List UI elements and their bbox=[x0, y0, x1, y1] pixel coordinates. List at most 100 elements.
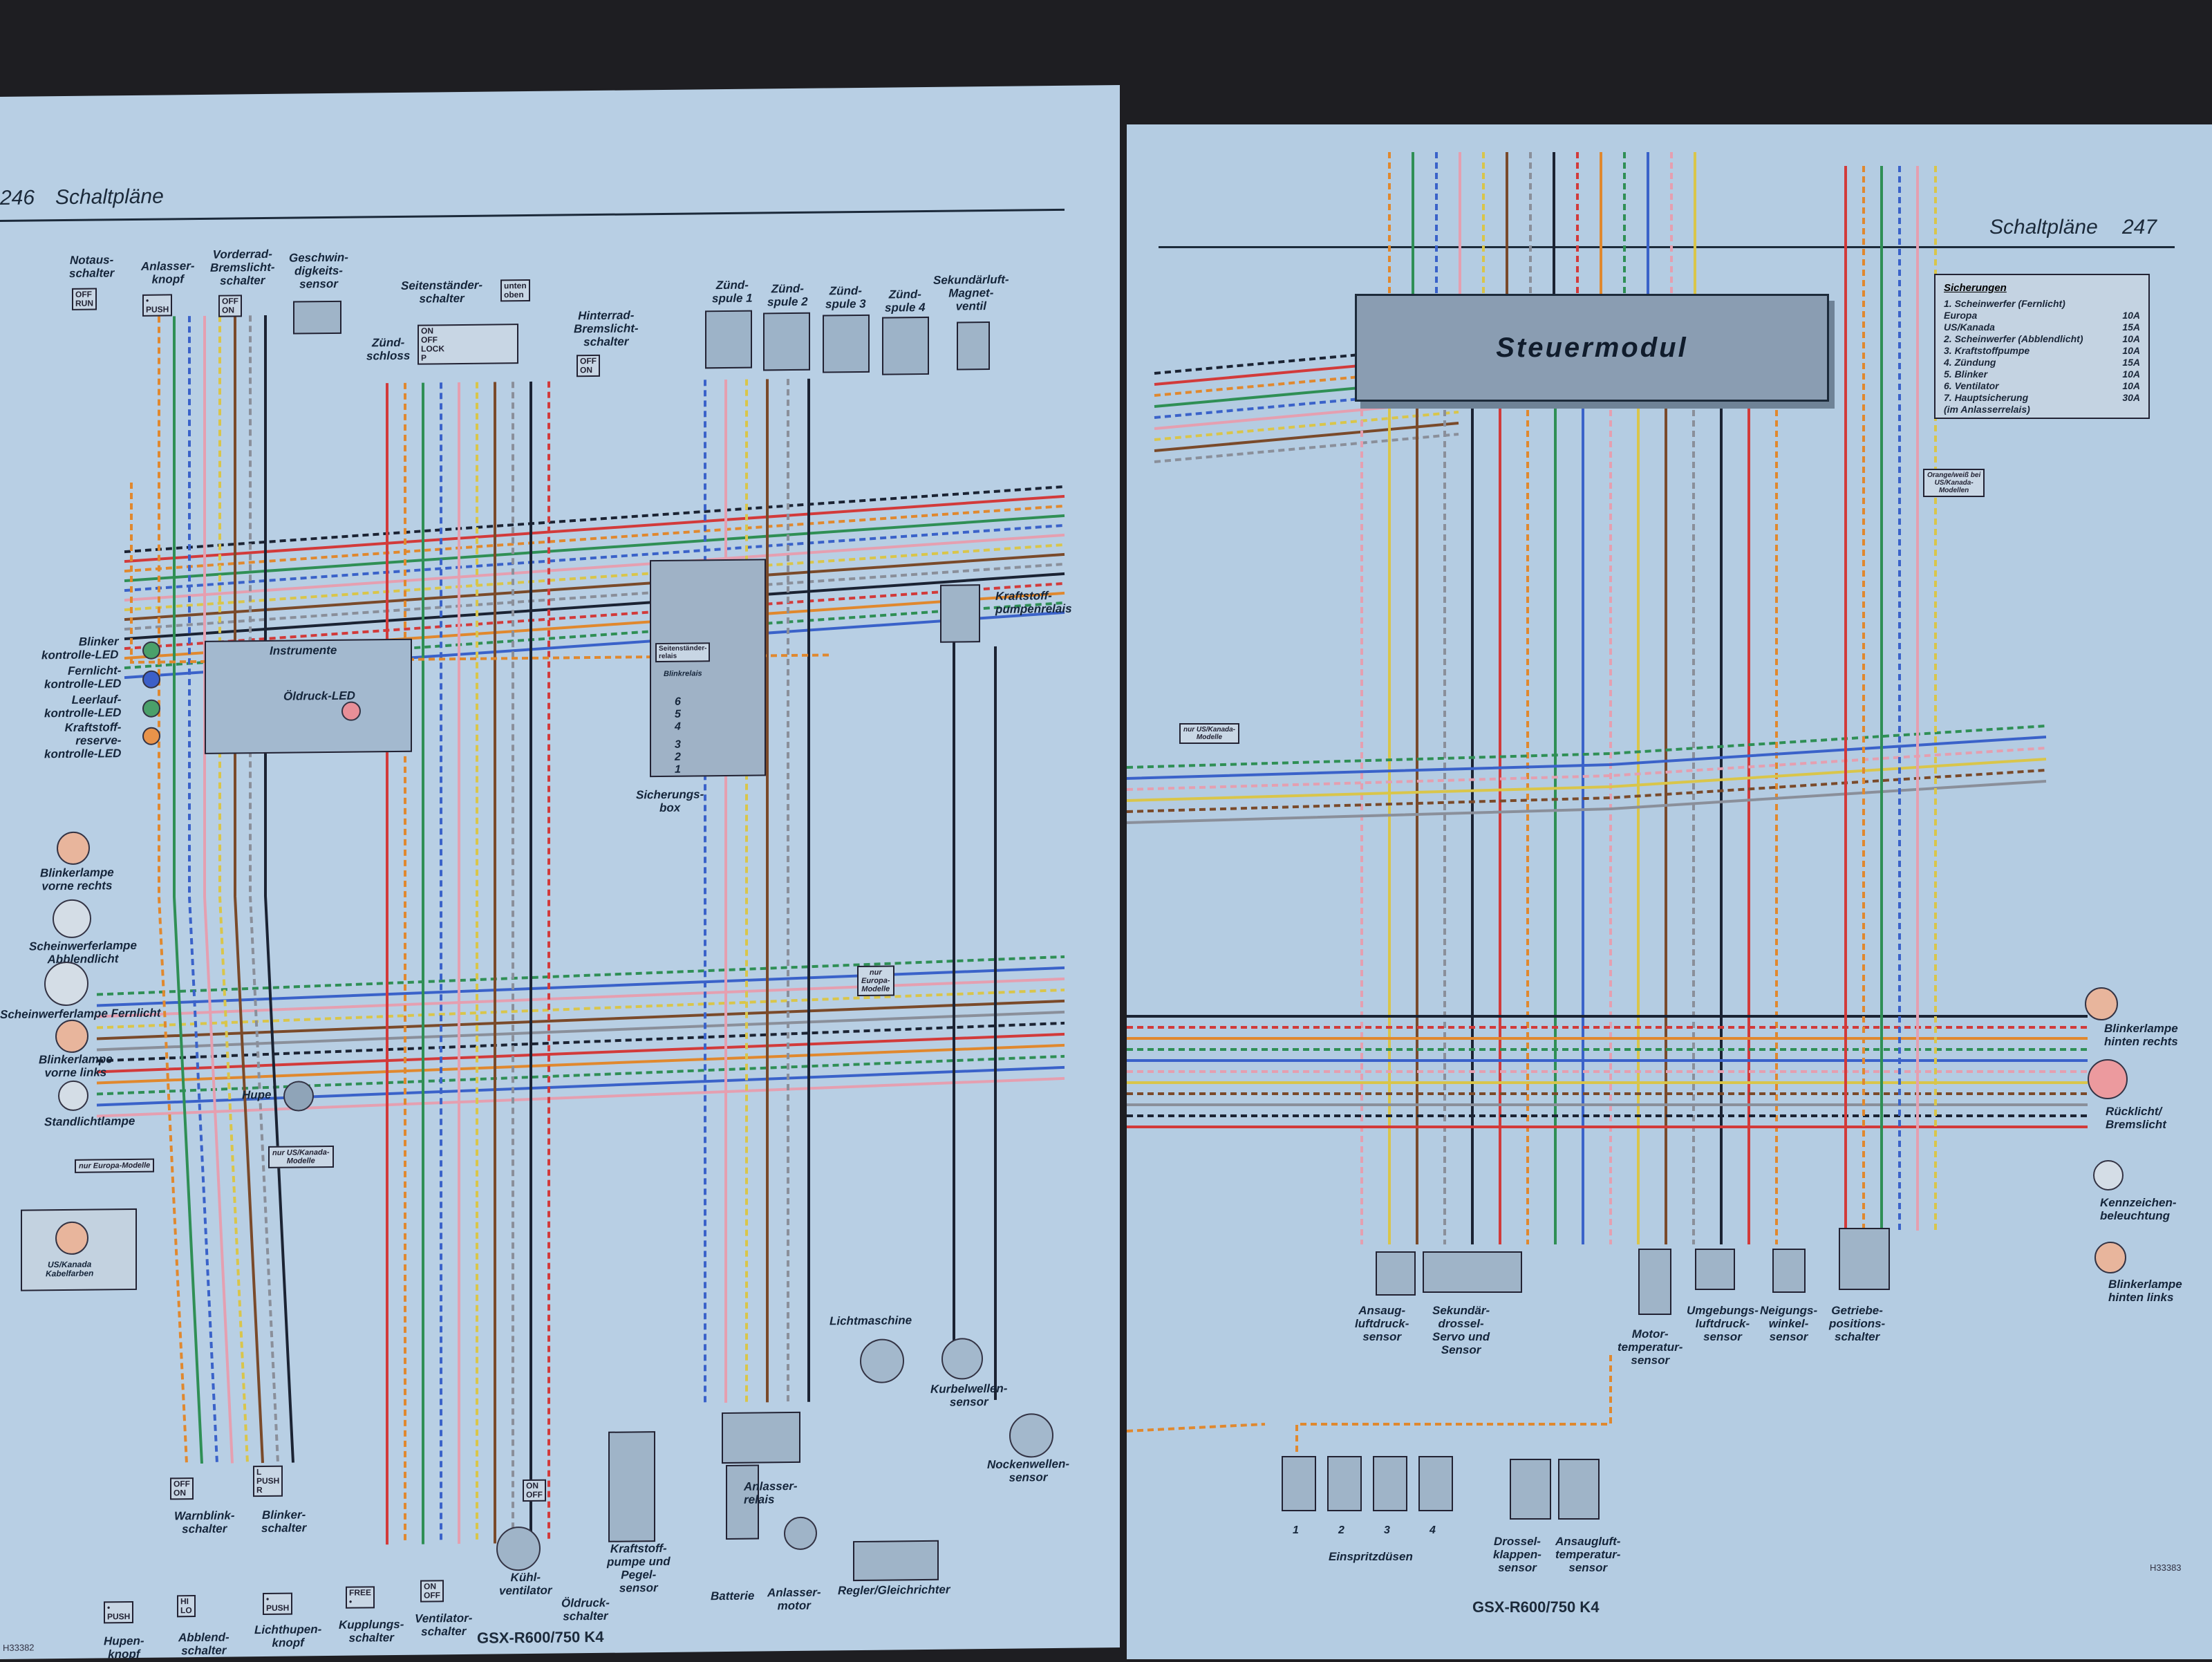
wire bbox=[124, 514, 1065, 583]
blinker-led-icon bbox=[142, 641, 160, 660]
label-getriebeposition: Getriebe- positions- schalter bbox=[1829, 1304, 1886, 1343]
model-left: GSX-R600/750 K4 bbox=[477, 1627, 604, 1647]
fuse-value: 10A bbox=[2122, 310, 2140, 321]
zuendspule-3 bbox=[823, 314, 870, 373]
wire bbox=[124, 562, 1065, 631]
wire bbox=[96, 1076, 1065, 1118]
switch-hinterrad: OFF ON bbox=[577, 354, 600, 377]
switch-ventilator: ON OFF bbox=[420, 1580, 444, 1603]
fuse-name: 7. Hauptsicherung bbox=[1944, 392, 2029, 403]
label-nockenwellensensor: Nockenwellen- sensor bbox=[987, 1457, 1070, 1484]
sicherungen-title: Sicherungen bbox=[1944, 282, 2007, 294]
note-nur-us-kanada: nur US/Kanada- Modelle bbox=[268, 1145, 334, 1168]
label-batterie: Batterie bbox=[711, 1589, 755, 1603]
note-nur-us-kanada-right: nur US/Kanada- Modelle bbox=[1179, 723, 1240, 744]
wire bbox=[124, 485, 1065, 554]
kuehlventilator-icon bbox=[496, 1526, 541, 1571]
label-kupplungsschalter: Kupplungs- schalter bbox=[339, 1617, 404, 1645]
blinker-vorne-rechts-icon bbox=[57, 831, 90, 866]
switch-seitenstaender: unten oben bbox=[500, 279, 530, 302]
fuse-name: 3. Kraftstoffpumpe bbox=[1944, 345, 2030, 356]
wire bbox=[173, 316, 203, 1464]
fuse-row: 3. Kraftstoffpumpe 10A bbox=[1944, 345, 2140, 357]
code-right: H33383 bbox=[2150, 1562, 2182, 1573]
label-lichthupenknopf: Lichthupen- knopf bbox=[254, 1623, 322, 1650]
label-zuendspule-4: Zünd- spule 4 bbox=[885, 288, 926, 315]
fuse-name: Europa bbox=[1944, 310, 1978, 321]
anlasserrelais bbox=[722, 1411, 800, 1464]
label-kurbelwellensensor: Kurbelwellen- sensor bbox=[930, 1381, 1008, 1409]
wire bbox=[1295, 1355, 1612, 1452]
label-oeldruckschalter: Öldruck- schalter bbox=[561, 1596, 610, 1623]
wire bbox=[96, 988, 1065, 1029]
header-rule-right bbox=[1159, 246, 2175, 248]
label-us-kanada-kabelfarben: US/Kanada Kabelfarben bbox=[46, 1259, 94, 1279]
label-einspritzduesen: Einspritzdüsen bbox=[1329, 1550, 1413, 1563]
label-seitenstaenderschalter: Seitenständer- schalter bbox=[401, 278, 483, 306]
label-motortemperatur: Motor- temperatur- sensor bbox=[1618, 1327, 1683, 1367]
kraftstoffpumpe bbox=[608, 1431, 655, 1542]
code-left: H33382 bbox=[3, 1642, 35, 1653]
page-title-right: Schaltpläne bbox=[1989, 216, 2098, 239]
sekundaerdrossel-servo bbox=[1423, 1251, 1522, 1293]
label-anlassermotor: Anlasser- motor bbox=[767, 1585, 821, 1613]
label-ansaugluftdruck: Ansaug- luftdruck- sensor bbox=[1355, 1304, 1409, 1343]
regler-gleichrichter bbox=[853, 1540, 939, 1582]
getriebepositionsschalter bbox=[1839, 1228, 1890, 1290]
umgebungsluftdrucksensor bbox=[1695, 1249, 1735, 1290]
switch-oeldruck: ON OFF bbox=[523, 1479, 546, 1502]
switch-vorderrad: OFF ON bbox=[218, 295, 242, 317]
switch-abblend: HI LO bbox=[177, 1595, 196, 1618]
label-kennzeichen: Kennzeichen- beleuchtung bbox=[2100, 1196, 2177, 1222]
wire bbox=[124, 504, 1065, 573]
label-ruecklicht: Rücklicht/ Bremslicht bbox=[2106, 1105, 2166, 1131]
label-blinker-vorne-links: Blinkerlampe vorne links bbox=[39, 1052, 113, 1080]
anlassermotor-icon bbox=[784, 1516, 817, 1551]
fuse-5: 5 bbox=[675, 708, 681, 720]
fuse-name: 2. Scheinwerfer (Abblendlicht) bbox=[1944, 333, 2083, 344]
motortemperatursensor bbox=[1638, 1249, 1671, 1315]
us-kanada-blinker-icon bbox=[55, 1221, 88, 1255]
fuse-name: US/Kanada bbox=[1944, 321, 1995, 333]
sekundaerluft-ventil bbox=[957, 321, 990, 371]
label-abblendschalter: Abblend- schalter bbox=[178, 1630, 229, 1658]
switch-hupe: • PUSH bbox=[104, 1600, 134, 1624]
label-zuendspule-3: Zünd- spule 3 bbox=[825, 283, 866, 311]
left-page: 246 Schaltpläne Notaus- schalter OFF RUN… bbox=[0, 85, 1120, 1661]
left-wiring bbox=[96, 315, 1065, 1545]
label-hupe: Hupe bbox=[242, 1087, 272, 1102]
wire bbox=[203, 315, 234, 1464]
fuse-name: 1. Scheinwerfer (Fernlicht) bbox=[1944, 298, 2065, 309]
wire bbox=[96, 955, 1065, 996]
label-drosselklappen: Drossel- klappen- sensor bbox=[1493, 1535, 1541, 1574]
switch-warnblink: OFF ON bbox=[170, 1477, 194, 1500]
wire bbox=[130, 482, 830, 664]
label-blinker-led: Blinker kontrolle-LED bbox=[41, 635, 119, 662]
label-lichtmaschine: Lichtmaschine bbox=[830, 1314, 912, 1328]
wire bbox=[188, 316, 218, 1464]
label-anlasserknopf: Anlasser- knopf bbox=[141, 259, 195, 286]
label-zuendspule-1: Zünd- spule 1 bbox=[712, 278, 753, 306]
fuse-value: 10A bbox=[2122, 345, 2140, 356]
label-sicherungsbox: Sicherungs- box bbox=[636, 787, 704, 815]
drosselklappensensor bbox=[1510, 1459, 1551, 1520]
fuse-value: 10A bbox=[2122, 368, 2140, 380]
wire bbox=[1154, 433, 1459, 463]
einspritzduese-3 bbox=[1373, 1456, 1407, 1511]
label-standlicht: Standlichtlampe bbox=[44, 1114, 135, 1129]
zuendspule-1 bbox=[705, 310, 752, 369]
ansaugluftdrucksensor bbox=[1376, 1251, 1416, 1296]
injector-number-3: 3 bbox=[1384, 1524, 1390, 1536]
wire bbox=[249, 315, 279, 1463]
note-nur-europa: nur Europa-Modelle bbox=[75, 1158, 155, 1173]
fuse-name: 6. Ventilator bbox=[1944, 380, 1999, 391]
fuse-row: (im Anlasserrelais) bbox=[1944, 404, 2140, 416]
wire bbox=[96, 977, 1065, 1018]
wire bbox=[96, 966, 1065, 1007]
label-kraftstoffpumpe: Kraftstoff- pumpe und Pegel- sensor bbox=[607, 1541, 671, 1595]
wire bbox=[1127, 1423, 1266, 1432]
fuse-2: 2 bbox=[675, 751, 681, 763]
